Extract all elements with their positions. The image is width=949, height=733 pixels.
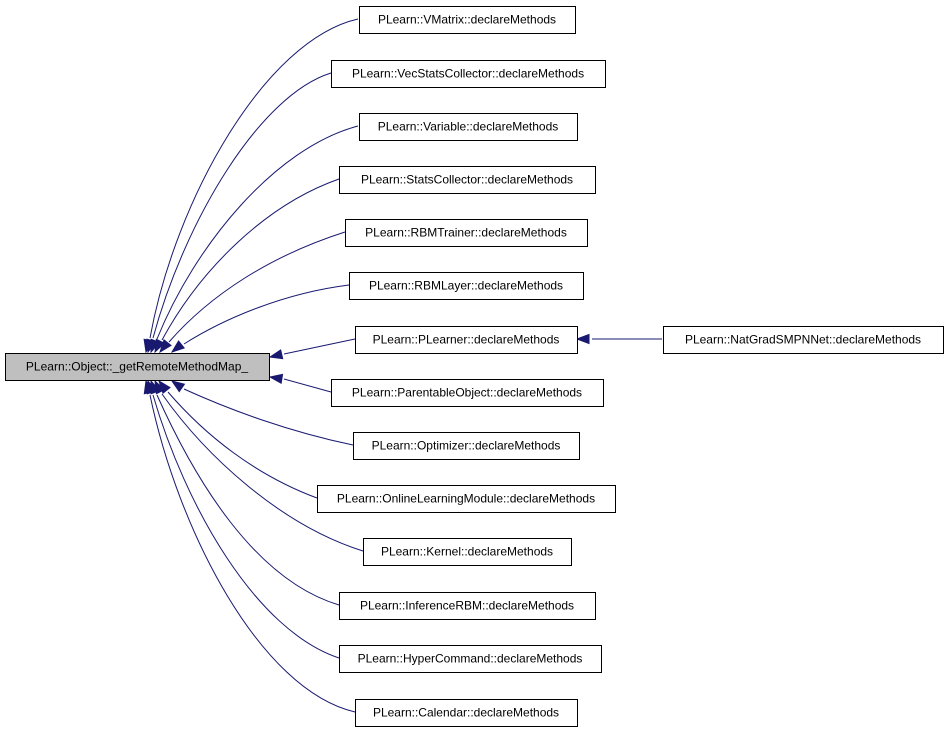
edge-natgrad-to-plearner	[575, 333, 662, 345]
node-box[interactable]	[331, 60, 606, 88]
node-box[interactable]	[331, 379, 604, 407]
node-label: PLearn::Calendar::declareMethods	[373, 706, 559, 720]
node-box[interactable]	[663, 326, 944, 354]
edge-plearner-to-root	[268, 338, 356, 360]
edge-line	[156, 394, 340, 606]
node-plearner[interactable]: PLearn::PLearner::declareMethods	[355, 326, 578, 354]
node-label: PLearn::NatGradSMPNNet::declareMethods	[685, 333, 921, 347]
edge-variable-to-root	[150, 125, 359, 354]
node-rbmtrainer[interactable]: PLearn::RBMTrainer::declareMethods	[345, 219, 588, 247]
node-vecstats[interactable]: PLearn::VecStatsCollector::declareMethod…	[331, 60, 606, 88]
edge-calendar-to-root	[143, 379, 356, 713]
edge-line	[152, 394, 340, 659]
node-box[interactable]	[363, 538, 572, 566]
edge-line	[161, 393, 364, 552]
edge-line	[183, 388, 354, 446]
edges-layer	[143, 18, 662, 713]
edge-line	[149, 18, 359, 339]
node-box[interactable]	[359, 6, 576, 34]
edge-statscollector-to-root	[154, 178, 340, 354]
node-natgrad[interactable]: PLearn::NatGradSMPNNet::declareMethods	[663, 326, 944, 354]
node-variable[interactable]: PLearn::Variable::declareMethods	[359, 113, 578, 141]
node-statscollector[interactable]: PLearn::StatsCollector::declareMethods	[339, 166, 596, 194]
node-label: PLearn::Kernel::declareMethods	[381, 545, 553, 559]
edge-arrowhead	[268, 373, 284, 385]
edge-rbmlayer-to-root	[170, 284, 350, 353]
root-node-box[interactable]	[5, 353, 270, 381]
node-box[interactable]	[349, 272, 584, 300]
node-rbmlayer[interactable]: PLearn::RBMLayer::declareMethods	[349, 272, 584, 300]
edge-hypercommand-to-root	[146, 379, 340, 659]
node-box[interactable]	[317, 485, 616, 513]
node-label: PLearn::Variable::declareMethods	[378, 120, 559, 134]
node-label: PLearn::OnlineLearningModule::declareMet…	[337, 492, 595, 506]
edge-line	[183, 284, 350, 345]
node-box[interactable]	[359, 113, 578, 141]
node-vmatrix[interactable]: PLearn::VMatrix::declareMethods	[359, 6, 576, 34]
edge-line	[149, 394, 356, 713]
node-kernel[interactable]: PLearn::Kernel::declareMethods	[363, 538, 572, 566]
edge-parentable-to-root	[268, 373, 332, 393]
node-root[interactable]: PLearn::Object::_getRemoteMethodMap_	[5, 353, 270, 381]
edge-optimizer-to-root	[170, 380, 354, 446]
edge-line	[283, 338, 356, 355]
node-onlinelearning[interactable]: PLearn::OnlineLearningModule::declareMet…	[317, 485, 616, 513]
node-box[interactable]	[355, 699, 578, 727]
node-label: PLearn::RBMLayer::declareMethods	[369, 279, 563, 293]
edge-line	[167, 391, 318, 499]
edge-arrowhead	[154, 338, 166, 354]
edge-vmatrix-to-root	[143, 18, 359, 354]
edge-arrowhead	[143, 379, 154, 395]
edge-line	[168, 231, 346, 343]
node-calendar[interactable]: PLearn::Calendar::declareMethods	[355, 699, 578, 727]
edge-arrowhead	[159, 338, 172, 354]
node-label: PLearn::Object::_getRemoteMethodMap_	[26, 360, 248, 374]
node-label: PLearn::PLearner::declareMethods	[373, 333, 560, 347]
edge-arrowhead	[170, 380, 186, 393]
edge-line	[161, 178, 340, 341]
node-label: PLearn::StatsCollector::declareMethods	[361, 173, 573, 187]
edge-line	[283, 378, 332, 393]
node-box[interactable]	[339, 645, 602, 673]
node-parentable[interactable]: PLearn::ParentableObject::declareMethods	[331, 379, 604, 407]
edge-arrowhead	[575, 333, 590, 345]
node-box[interactable]	[353, 432, 580, 460]
node-label: PLearn::ParentableObject::declareMethods	[352, 386, 582, 400]
node-label: PLearn::Optimizer::declareMethods	[372, 439, 561, 453]
node-label: PLearn::InferenceRBM::declareMethods	[360, 599, 574, 613]
nodes-layer: PLearn::Object::_getRemoteMethodMap_PLea…	[5, 6, 944, 727]
edge-arrowhead	[268, 349, 284, 360]
edge-onlinelearning-to-root	[158, 379, 318, 499]
node-label: PLearn::HyperCommand::declareMethods	[358, 652, 583, 666]
node-optimizer[interactable]: PLearn::Optimizer::declareMethods	[353, 432, 580, 460]
node-box[interactable]	[339, 592, 596, 620]
edge-line	[156, 125, 359, 340]
node-box[interactable]	[345, 219, 588, 247]
node-box[interactable]	[355, 326, 578, 354]
edge-line	[152, 72, 332, 339]
node-inferencerbm[interactable]: PLearn::InferenceRBM::declareMethods	[339, 592, 596, 620]
edge-rbmtrainer-to-root	[159, 231, 346, 354]
node-label: PLearn::VecStatsCollector::declareMethod…	[352, 67, 584, 81]
node-hypercommand[interactable]: PLearn::HyperCommand::declareMethods	[339, 645, 602, 673]
edge-arrowhead	[170, 340, 186, 353]
node-label: PLearn::RBMTrainer::declareMethods	[365, 226, 567, 240]
node-label: PLearn::VMatrix::declareMethods	[378, 13, 556, 27]
edge-vecstats-to-root	[146, 72, 332, 354]
node-box[interactable]	[339, 166, 596, 194]
